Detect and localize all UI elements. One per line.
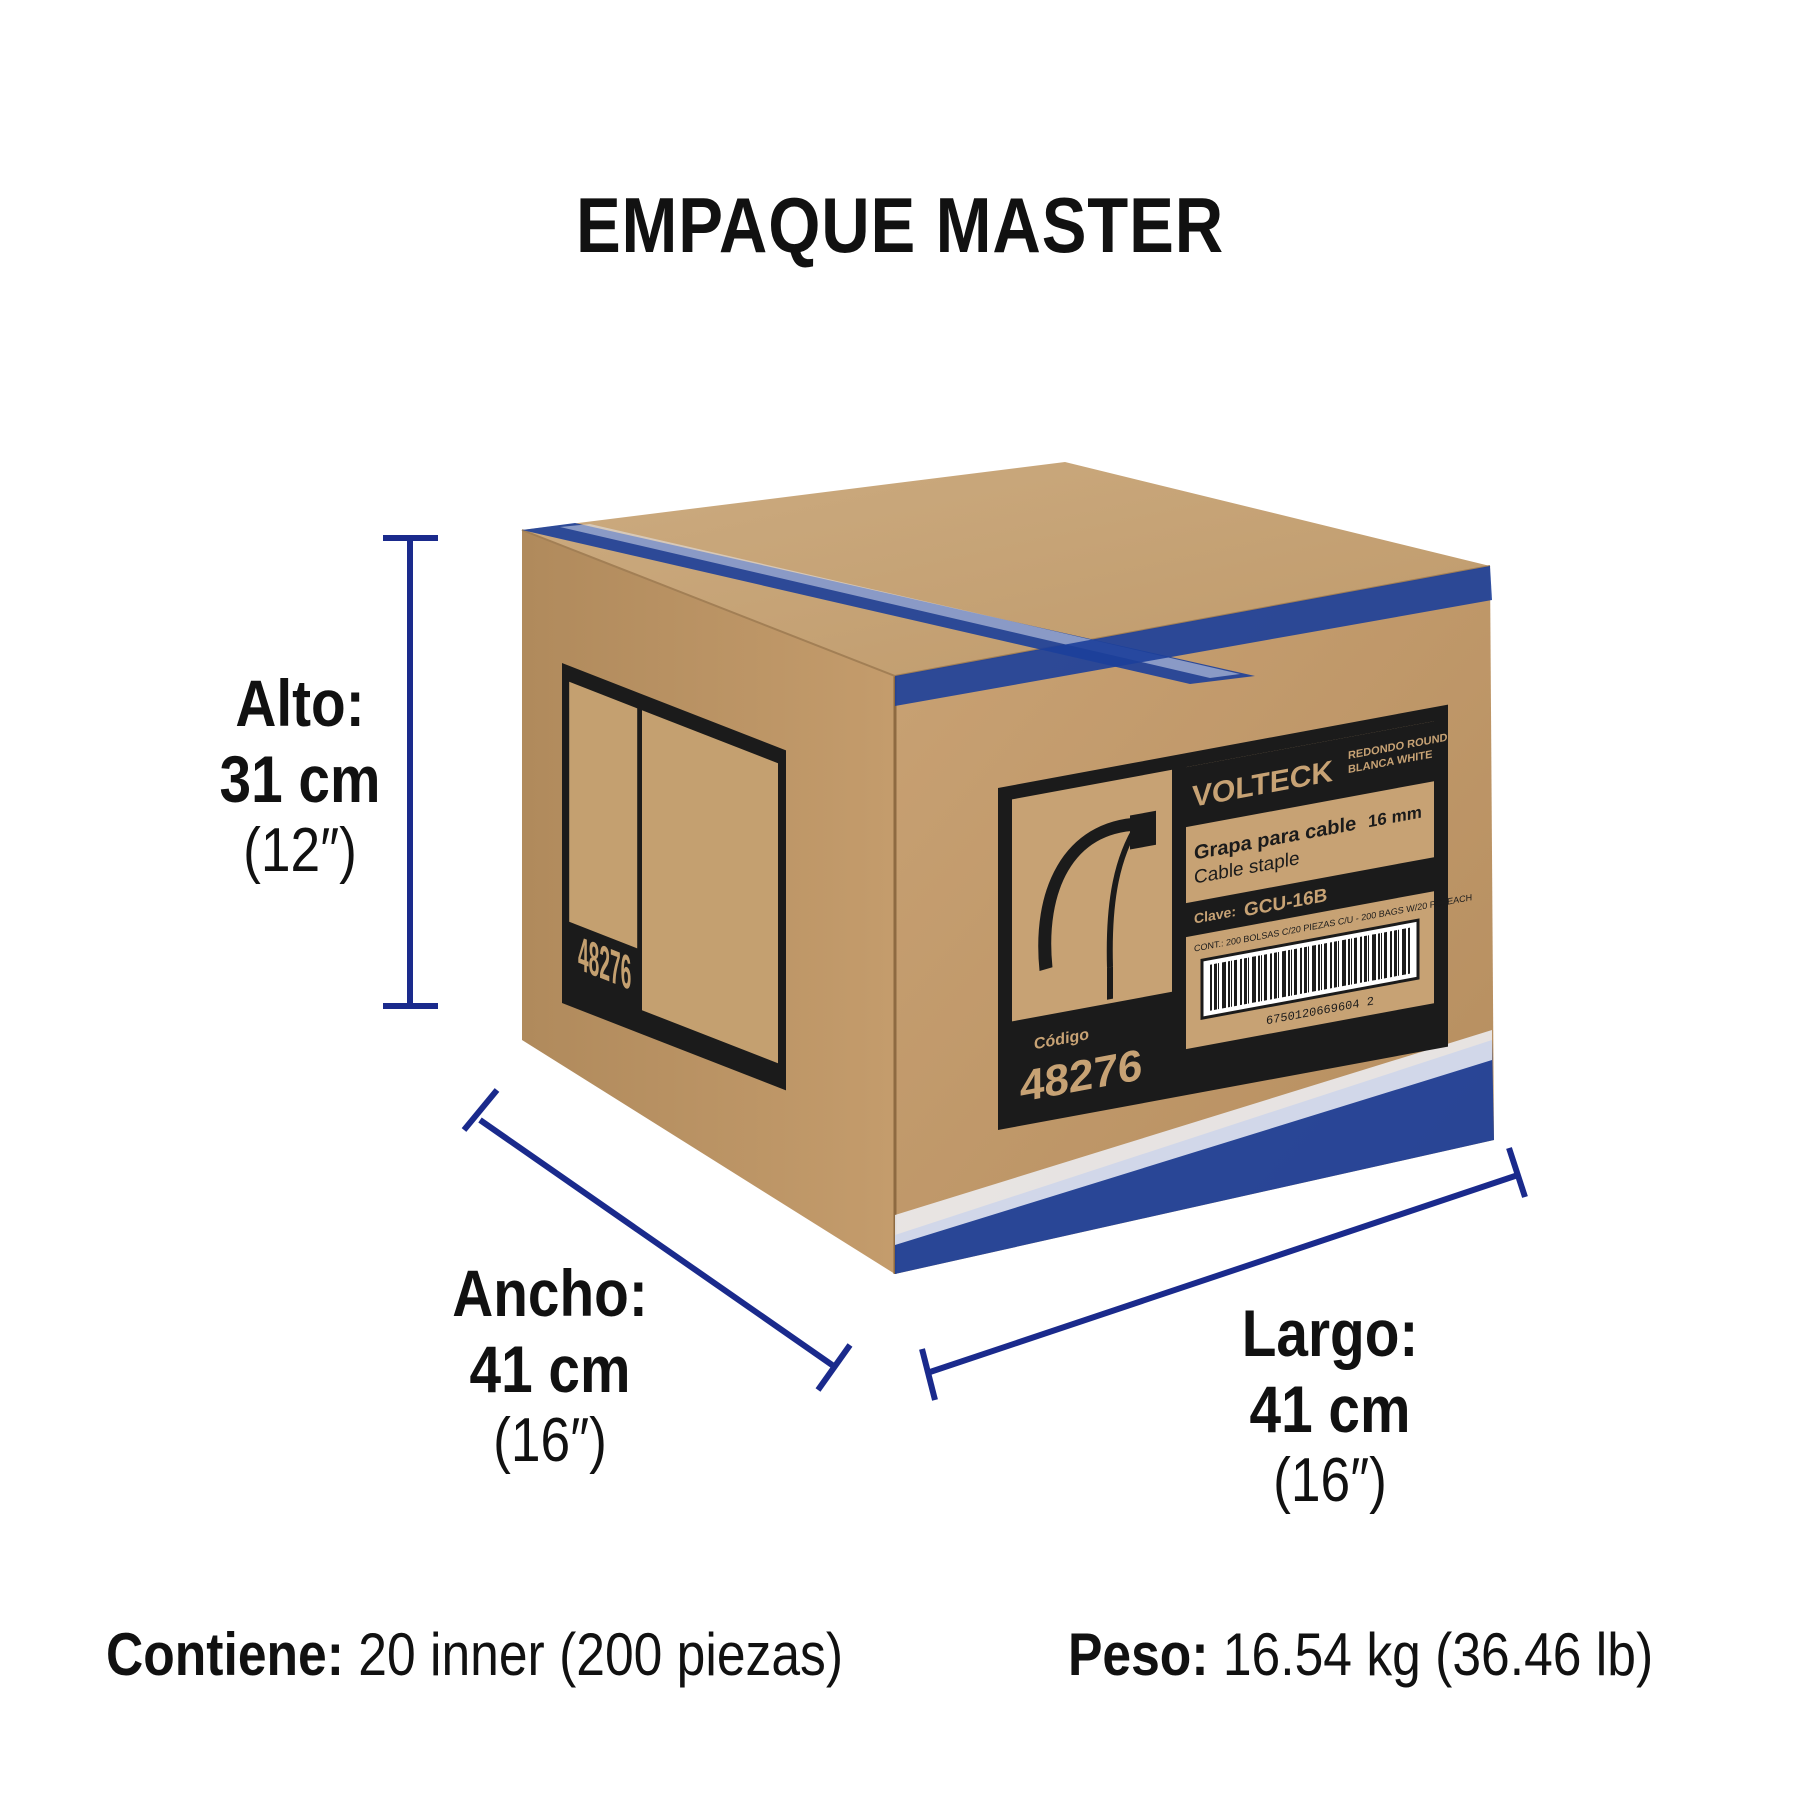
height-dimension-line [383,535,438,1009]
box-top-face [522,462,1490,676]
dimension-alto-metric: 31 cm [219,742,381,816]
label-image-panel [1012,769,1172,1022]
dimension-largo: Largo: 41 cm (16″) [1180,1300,1480,1512]
footer-contiene-label: Contiene: [106,1621,344,1688]
footer-peso-label: Peso: [1068,1621,1209,1688]
footer-contiene-value: 20 inner (200 piezas) [358,1621,844,1688]
dimension-largo-label: Largo: [1241,1296,1419,1370]
cable-staple-icon [1038,817,1139,971]
footer-contents: Contiene: 20 inner (200 piezas) [106,1620,843,1689]
footer-peso-value: 16.54 kg (36.46 lb) [1222,1621,1654,1688]
dimension-largo-imperial: (16″) [1273,1446,1387,1515]
dimension-ancho-metric: 41 cm [469,1332,631,1406]
footer-weight: Peso: 16.54 kg (36.46 lb) [1068,1620,1653,1689]
dimension-alto: Alto: 31 cm (12″) [180,670,420,882]
dimension-alto-imperial: (12″) [243,816,357,885]
dimension-ancho-imperial: (16″) [493,1406,607,1475]
top-tape-edge [895,566,1492,706]
dimension-alto-label: Alto: [235,666,365,740]
width-dimension-line [461,1088,853,1392]
length-dimension-line [919,1147,1528,1401]
dimension-ancho-label: Ancho: [452,1256,648,1330]
side-label: 48276 [562,663,787,1091]
page-title: EMPAQUE MASTER [575,181,1225,269]
product-label: VOLTECK REDONDO ROUND BLANCA WHITE Grapa… [998,704,1472,1130]
dimension-ancho: Ancho: 41 cm (16″) [410,1260,690,1472]
label-clave-label: Clave: [1194,903,1236,927]
dimension-largo-metric: 41 cm [1249,1372,1411,1446]
